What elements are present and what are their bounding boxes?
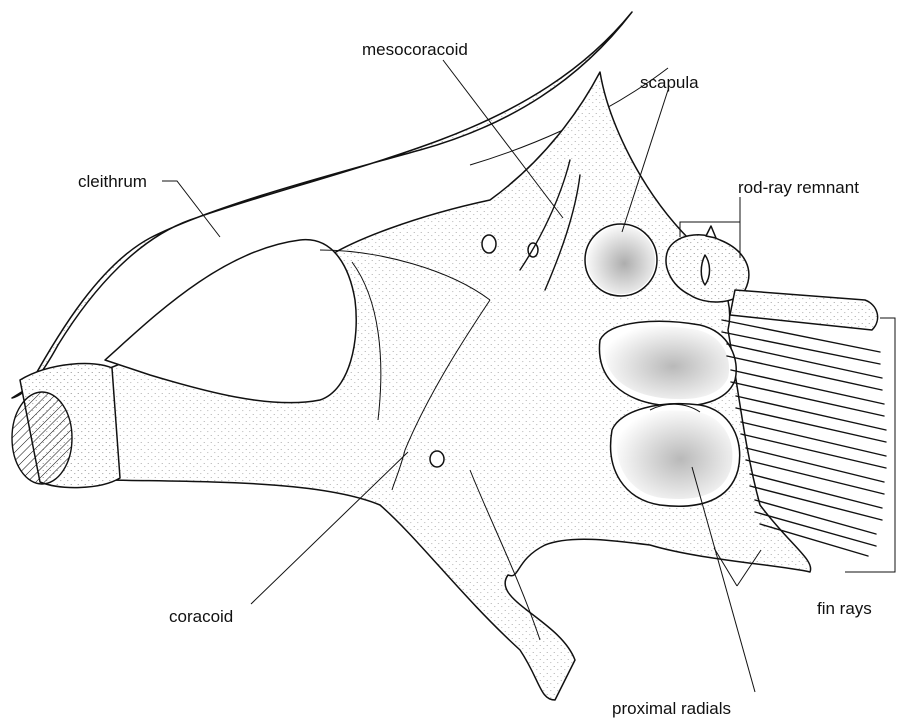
label-scapula: scapula <box>640 73 699 92</box>
label-fin-rays: fin rays <box>817 599 872 618</box>
cleithrum-cut-end <box>12 364 120 488</box>
label-cleithrum: cleithrum <box>78 172 147 191</box>
label-rod-ray-remnant: rod-ray remnant <box>738 178 859 197</box>
bracket-fin-rays <box>845 318 895 572</box>
label-coracoid: coracoid <box>169 607 233 626</box>
label-mesocoracoid: mesocoracoid <box>362 40 468 59</box>
scapula-element <box>585 224 657 296</box>
label-proximal-radials: proximal radials <box>612 699 731 718</box>
